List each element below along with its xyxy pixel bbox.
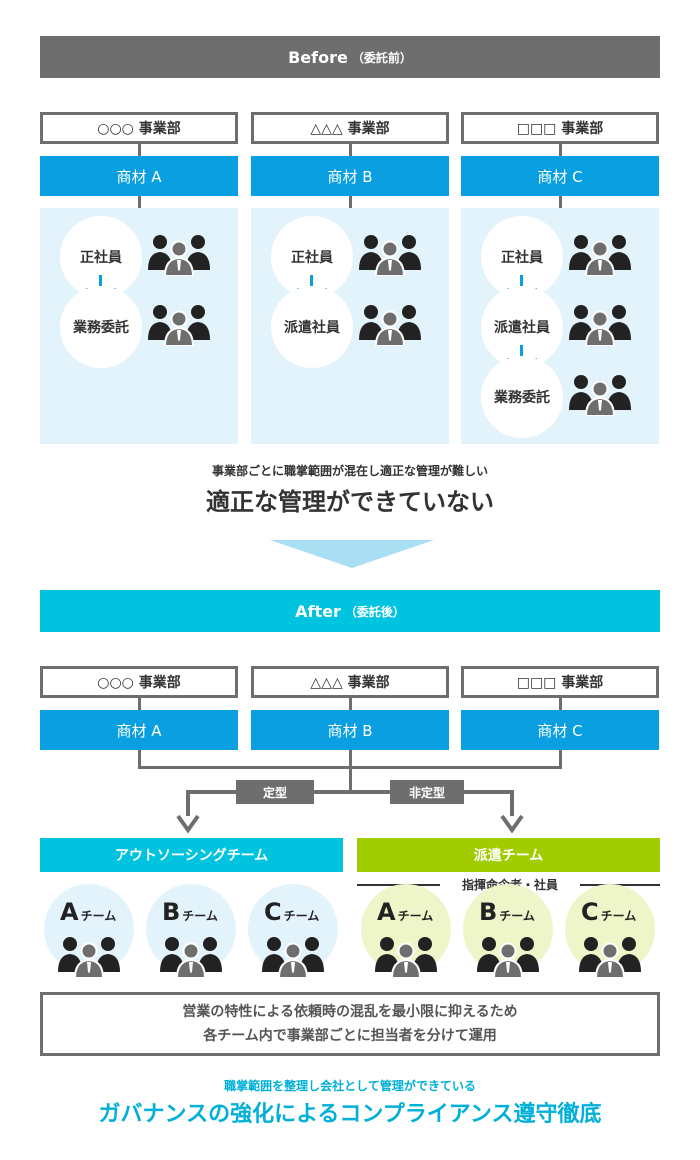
dispatch-team-header: 派遣チーム	[357, 838, 660, 872]
after-header-title: After	[295, 601, 341, 621]
team-letter: B	[479, 898, 498, 926]
before-panel-3: 正社員 派遣社員 業務委託	[461, 208, 659, 444]
team-letter: C	[264, 898, 282, 926]
connector	[138, 750, 141, 768]
before-product-c: 商材 C	[461, 156, 659, 196]
team-letter: C	[581, 898, 599, 926]
connector	[186, 790, 514, 794]
before-message-small: 事業部ごとに職掌範囲が混在し適正な管理が難しい	[211, 464, 488, 478]
before-department-3: □□□ 事業部	[461, 112, 659, 144]
connector	[138, 196, 141, 208]
note-line-2: 各チーム内で事業部ごとに担当者を分けて運用	[203, 1028, 497, 1044]
after-department-3: □□□ 事業部	[461, 666, 659, 698]
connector	[349, 144, 352, 156]
people-group-icon	[359, 304, 421, 346]
role-circle: 業務委託	[60, 286, 142, 368]
before-panel-2: 正社員 派遣社員	[251, 208, 449, 444]
after-header: After （委託後）	[40, 590, 660, 632]
connector	[559, 196, 562, 208]
before-product-b: 商材 B	[251, 156, 449, 196]
team-letter: A	[60, 898, 79, 926]
role-circle: 正社員	[271, 216, 353, 298]
before-panel-1: 正社員 業務委託	[40, 208, 238, 444]
connector	[138, 698, 141, 710]
people-group-icon	[148, 234, 210, 276]
connector	[559, 144, 562, 156]
after-department-1: ○○○ 事業部	[40, 666, 238, 698]
team-suffix: チーム	[182, 909, 218, 923]
connector	[559, 750, 562, 768]
team-suffix: チーム	[80, 909, 117, 923]
note-line-1: 営業の特性による依頼時の混乱を最小限に抑えるため	[182, 1004, 518, 1020]
after-department-2: △△△ 事業部	[251, 666, 449, 698]
role-circle: 派遣社員	[271, 286, 353, 368]
standard-tag: 定型	[236, 780, 314, 804]
down-arrow-icon	[176, 814, 200, 834]
connector	[138, 766, 562, 769]
people-group-icon	[148, 304, 210, 346]
down-arrow-icon	[270, 540, 434, 568]
after-product-c: 商材 C	[461, 710, 659, 750]
after-product-b: 商材 B	[251, 710, 449, 750]
team-letter: A	[377, 898, 396, 926]
connector	[186, 790, 190, 816]
result-message-small: 職掌範囲を整理し会社として管理ができている	[224, 1079, 476, 1093]
result-message-big: ガバナンスの強化によるコンプライアンス遵守徹底	[98, 1102, 602, 1127]
people-group-icon	[579, 936, 641, 978]
people-group-icon	[569, 304, 631, 346]
operation-note: 営業の特性による依頼時の混乱を最小限に抑えるため 各チーム内で事業部ごとに担当者…	[40, 992, 660, 1056]
people-group-icon	[160, 936, 222, 978]
people-group-icon	[375, 936, 437, 978]
non-standard-tag: 非定型	[390, 780, 464, 804]
connector	[559, 698, 562, 710]
role-circle: 業務委託	[481, 356, 563, 438]
team-suffix: チーム	[600, 909, 637, 923]
people-group-icon	[569, 374, 631, 416]
people-group-icon	[58, 936, 120, 978]
people-group-icon	[359, 234, 421, 276]
before-header-subtitle: （委託前）	[351, 50, 412, 65]
team-suffix: チーム	[397, 909, 434, 923]
before-header: Before （委託前）	[40, 36, 660, 78]
before-department-2: △△△ 事業部	[251, 112, 449, 144]
connector	[349, 698, 352, 710]
people-group-icon	[262, 936, 324, 978]
down-arrow-icon	[500, 814, 524, 834]
connector	[349, 750, 352, 792]
connector	[510, 790, 514, 816]
outsourcing-team-header: アウトソーシングチーム	[40, 838, 343, 872]
people-group-icon	[569, 234, 631, 276]
before-message-big: 適正な管理ができていない	[206, 488, 494, 516]
after-header-subtitle: （委託後）	[344, 604, 405, 619]
people-group-icon	[477, 936, 539, 978]
connector	[349, 196, 352, 208]
after-product-a: 商材 A	[40, 710, 238, 750]
team-suffix: チーム	[499, 909, 535, 923]
connector	[138, 144, 141, 156]
before-header-title: Before	[288, 47, 348, 67]
team-letter: B	[162, 898, 181, 926]
team-suffix: チーム	[283, 909, 320, 923]
before-department-1: ○○○ 事業部	[40, 112, 238, 144]
before-product-a: 商材 A	[40, 156, 238, 196]
